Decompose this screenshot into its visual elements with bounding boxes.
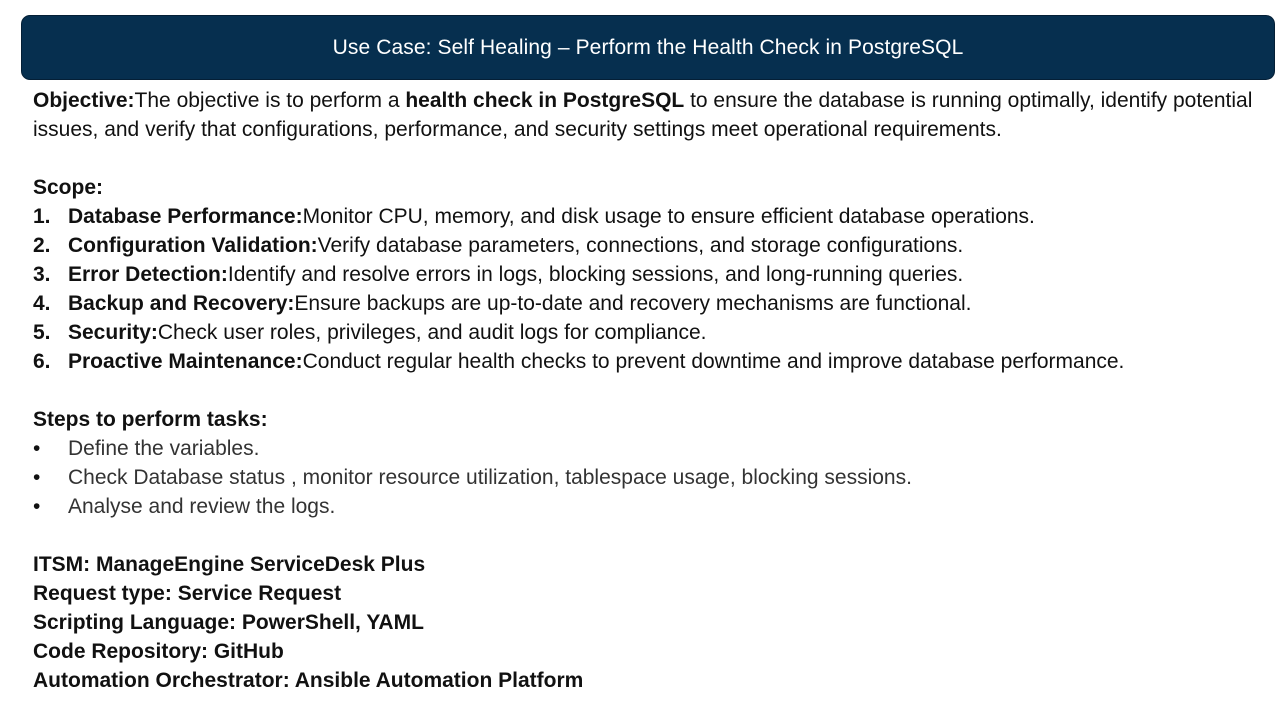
code-repository-line: Code Repository: GitHub [33,640,284,663]
spacer [33,144,1263,173]
step-text: Analyse and review the logs. [68,495,336,518]
slide-content: Objective:The objective is to perform a … [33,86,1263,695]
objective-text-after: to ensure the database is running optima… [33,89,1253,141]
scope-item-label: Proactive Maintenance: [68,350,303,373]
bullet-icon: • [33,466,41,489]
step-item: • Analyse and review the logs. [33,492,1263,521]
objective-bold-phrase: health check in PostgreSQL [405,89,685,112]
automation-orchestrator-line: Automation Orchestrator: Ansible Automat… [33,669,584,692]
scope-item-label: Backup and Recovery: [68,292,295,315]
step-item: • Check Database status , monitor resourc… [33,463,1263,492]
scope-item: 5. Security:Check user roles, privileges,… [33,318,1263,347]
steps-list: • Define the variables. • Check Database s… [33,434,1263,521]
scope-item-text: Verify database parameters, connections,… [317,234,964,257]
scope-item: 4. Backup and Recovery:Ensure backups are… [33,289,1263,318]
slide-title: Use Case: Self Healing – Perform the Hea… [332,35,964,59]
scope-item-number: 2. [33,234,51,257]
scope-item-label: Error Detection: [68,263,228,286]
scope-item-label: Database Performance: [68,205,303,228]
objective-label: Objective: [33,89,135,112]
scope-item-number: 4. [33,292,51,315]
bullet-icon: • [33,495,41,518]
step-item: • Define the variables. [33,434,1263,463]
scope-item: 3. Error Detection:Identify and resolve e… [33,260,1263,289]
scope-item: 6. Proactive Maintenance:Conduct regular … [33,347,1263,376]
objective-text-before: The objective is to perform a [134,89,406,112]
steps-heading: Steps to perform tasks: [33,405,1263,434]
scope-item: 2. Configuration Validation:Verify databa… [33,231,1263,260]
scope-item-label: Configuration Validation: [68,234,318,257]
scope-item-text: Monitor CPU, memory, and disk usage to e… [302,205,1035,228]
request-type-line: Request type: Service Request [33,582,342,605]
scope-item-text: Check user roles, privileges, and audit … [157,321,707,344]
scope-item-number: 5. [33,321,51,344]
scope-item-label: Security: [68,321,158,344]
step-text: Check Database status , monitor resource… [68,466,912,489]
scope-list: 1. Database Performance:Monitor CPU, memo… [33,202,1263,376]
scope-item-number: 1. [33,205,51,228]
scope-item-number: 3. [33,263,51,286]
steps-heading-text: Steps to perform tasks: [33,408,268,431]
scope-heading: Scope: [33,173,1263,202]
scope-item: 1. Database Performance:Monitor CPU, memo… [33,202,1263,231]
scope-item-text: Ensure backups are up-to-date and recove… [294,292,972,315]
step-text: Define the variables. [68,437,260,460]
spacer [33,521,1263,550]
itsm-line: ITSM: ManageEngine ServiceDesk Plus [33,553,426,576]
slide-title-bar: Use Case: Self Healing – Perform the Hea… [21,15,1275,80]
spacer [33,376,1263,405]
scope-item-text: Conduct regular health checks to prevent… [302,350,1125,373]
scripting-language-line: Scripting Language: PowerShell, YAML [33,611,424,634]
scope-heading-text: Scope: [33,176,104,199]
scope-item-text: Identify and resolve errors in logs, blo… [227,263,964,286]
scope-item-number: 6. [33,350,51,373]
objective-paragraph: Objective:The objective is to perform a … [33,86,1263,144]
bullet-icon: • [33,437,41,460]
